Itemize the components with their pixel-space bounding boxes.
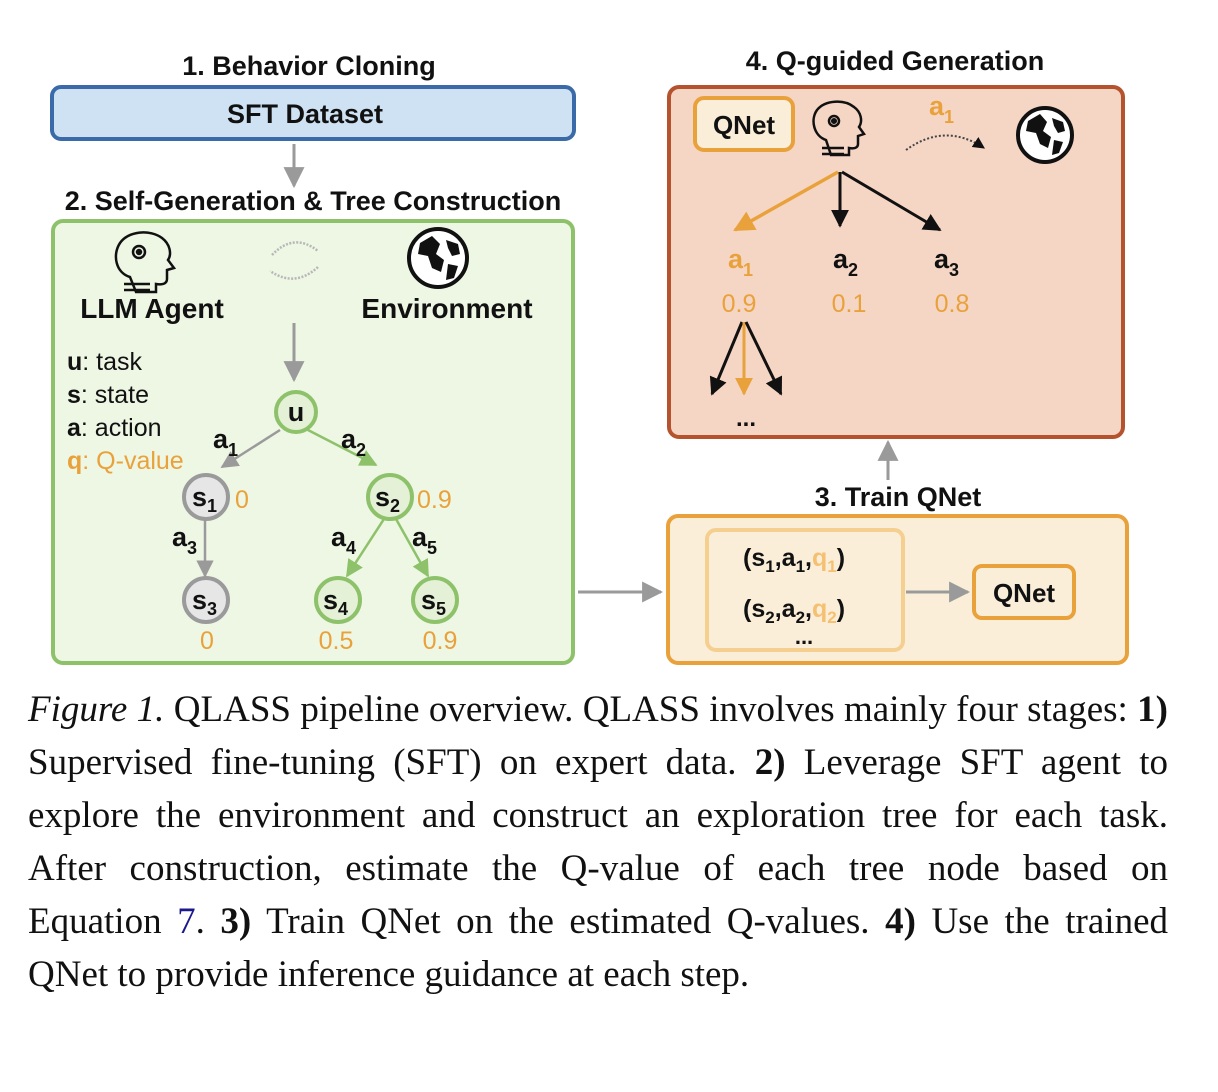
tree-node-s2	[366, 473, 414, 521]
tree-node-s2-q: 0.9	[417, 486, 452, 514]
edge-s2-s4	[345, 518, 386, 578]
q-action-a1-value: 0.9	[722, 290, 757, 318]
llm-agent-label: LLM Agent	[80, 293, 224, 324]
q-subedge-left	[709, 321, 744, 396]
caption-step-1: 1)	[1137, 689, 1168, 730]
edge-s2-s5	[394, 518, 430, 578]
tree-node-s4-label: s4	[323, 585, 348, 619]
edge-label-a2: a2	[341, 424, 366, 460]
q-subedge-right	[744, 321, 783, 396]
caption-text-5: Train QNet on the estimated Q-values.	[251, 901, 886, 942]
figure-caption: Figure 1. QLASS pipeline overview. QLASS…	[28, 683, 1168, 1001]
caption-text-4: .	[195, 901, 221, 942]
caption-step-4: 4)	[885, 901, 916, 942]
equation-ref-link[interactable]: 7	[177, 901, 196, 942]
caption-text-1: QLASS pipeline overview. QLASS involves …	[164, 689, 1138, 730]
tree-node-s5-label: s5	[421, 585, 446, 619]
tree-node-s3	[182, 576, 230, 624]
edge-label-a4: a4	[331, 522, 356, 558]
robot-head-icon-stage4	[812, 100, 867, 157]
tree-node-s5	[411, 576, 459, 624]
tree-node-s1	[182, 473, 230, 521]
stage3-title: 3. Train QNet	[815, 482, 982, 512]
tree-node-s1-label: s1	[192, 482, 217, 516]
action-arc	[905, 134, 985, 151]
tuple-ellipsis: ...	[795, 624, 813, 649]
qnet-box-guide	[693, 96, 795, 152]
edge-label-a5: a5	[412, 522, 437, 558]
q-edge-a1	[733, 170, 839, 232]
caption-step-2: 2)	[754, 742, 786, 783]
tuple-2: (s2,a2,q2)	[743, 595, 845, 627]
qnet-train-label: QNet	[993, 578, 1055, 608]
edge-u-s1	[220, 428, 281, 469]
edge-label-a1: a1	[213, 424, 238, 460]
q-action-a2-value: 0.1	[832, 290, 867, 318]
legend-action: a: action	[67, 414, 162, 442]
stage2-box	[51, 219, 575, 665]
tree-node-s4-q: 0.5	[319, 627, 354, 655]
tree-node-s5-q: 0.9	[423, 627, 458, 655]
tree-node-u	[274, 390, 318, 434]
q-action-a1: a1	[728, 244, 753, 280]
q-ellipsis: ...	[736, 405, 756, 432]
tree-node-s1-q: 0	[235, 486, 249, 514]
q-edge-a3	[841, 170, 942, 232]
tree-node-s2-label: s2	[375, 482, 400, 516]
pipeline-diagram: 1. Behavior Cloning SFT Dataset 2. Self-…	[50, 46, 1129, 665]
q-action-a3: a3	[934, 244, 959, 280]
tree-node-u-label: u	[288, 397, 305, 427]
stage4-box	[667, 85, 1125, 439]
edge-u-s2	[305, 427, 378, 467]
stage4-title: 4. Q-guided Generation	[746, 46, 1045, 76]
caption-text-3: Leverage SFT agent to explore the enviro…	[28, 742, 1169, 942]
legend-task: u: task	[67, 348, 143, 376]
tree-node-s4	[314, 576, 362, 624]
qnet-guide-label: QNet	[713, 110, 775, 140]
legend-state: s: state	[67, 381, 149, 409]
q-action-a2: a2	[833, 244, 858, 280]
globe-icon-stage4	[1016, 106, 1074, 164]
edge-label-a3: a3	[172, 522, 197, 558]
caption-label: Figure 1.	[28, 689, 165, 730]
environment-label: Environment	[361, 293, 532, 324]
caption-text-6: Use the trained QNet to provide inferenc…	[28, 901, 1168, 995]
tuple-1: (s1,a1,q1)	[743, 544, 845, 576]
tree-node-s3-q: 0	[200, 627, 214, 655]
qnet-box-train	[972, 564, 1076, 620]
cycle-arrows-icon	[269, 241, 319, 280]
stage1-title: 1. Behavior Cloning	[182, 51, 436, 81]
sft-dataset-box	[50, 85, 576, 141]
sft-dataset-label: SFT Dataset	[227, 99, 383, 129]
stage2-title: 2. Self-Generation & Tree Construction	[65, 186, 562, 216]
training-tuples-box	[705, 528, 905, 652]
tree-node-s3-label: s3	[192, 585, 217, 619]
caption-step-3: 3)	[220, 901, 252, 942]
action-arc-label: a1	[929, 91, 954, 127]
robot-head-icon	[114, 231, 177, 294]
legend-q-value: q: Q-value	[67, 447, 184, 475]
caption-text-2: Supervised fine-tuning (SFT) on expert d…	[28, 742, 755, 783]
q-action-a3-value: 0.8	[935, 290, 970, 318]
globe-icon	[407, 227, 469, 289]
